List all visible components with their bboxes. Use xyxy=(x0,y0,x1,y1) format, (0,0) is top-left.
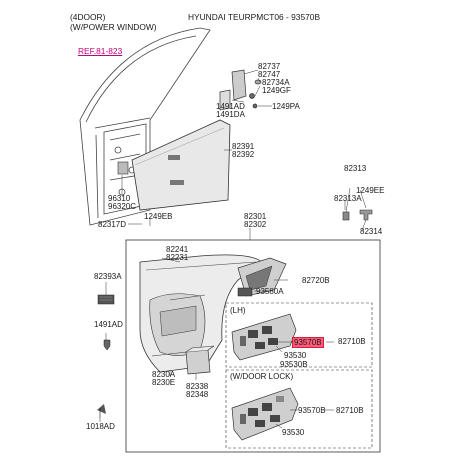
part-label-82317D[interactable]: 82317D xyxy=(98,220,127,229)
lh-box xyxy=(225,302,373,368)
pull-handle-82720B xyxy=(237,257,287,297)
part-label-93530-lh[interactable]: 93530 xyxy=(284,351,307,360)
part-label-1249EB[interactable]: 1249EB xyxy=(144,212,173,221)
switch-assembly-lh xyxy=(231,313,297,361)
ref-link[interactable]: REF.81-823 xyxy=(78,46,123,56)
door-lock-box xyxy=(225,369,373,449)
screw-1018AD xyxy=(97,404,106,418)
main-panel-box xyxy=(125,239,381,453)
switch-assembly-lock xyxy=(231,387,299,441)
part-label-82392[interactable]: 82392 xyxy=(232,150,255,159)
clip-82313 xyxy=(342,209,373,221)
part-label-96310[interactable]: 96310 xyxy=(108,194,131,203)
part-label-93570B-highlight[interactable]: 93570B xyxy=(292,337,324,348)
model-label: HYUNDAI TEURPMCT06 - 93570B xyxy=(188,12,321,22)
part-label-93530B[interactable]: 93530B xyxy=(280,360,308,369)
part-label-82231[interactable]: 82231 xyxy=(166,253,189,262)
part-label-82747[interactable]: 82747 xyxy=(258,70,281,79)
part-label-93570B-lock[interactable]: 93570B xyxy=(298,406,326,415)
handle-brackets xyxy=(219,69,262,111)
part-label-1249PA[interactable]: 1249PA xyxy=(272,102,300,111)
part-label-1491AD-mid[interactable]: 1491AD xyxy=(94,320,123,329)
part-label-82737[interactable]: 82737 xyxy=(258,62,281,71)
part-label-82302[interactable]: 82302 xyxy=(244,220,267,229)
leader-lines xyxy=(99,69,367,429)
part-label-82710B-lh[interactable]: 82710B xyxy=(338,337,366,346)
part-label-1018AD[interactable]: 1018AD xyxy=(86,422,115,431)
cover-82393A xyxy=(97,294,115,305)
part-label-1491AD-top[interactable]: 1491AD xyxy=(216,102,245,111)
section-lh: (LH) xyxy=(230,306,246,315)
part-label-1249EE[interactable]: 1249EE xyxy=(356,186,385,195)
clip-1491AD xyxy=(103,339,111,351)
part-label-1249GF[interactable]: 1249GF xyxy=(262,86,291,95)
part-label-8230A[interactable]: 8230A xyxy=(152,370,176,379)
door-trim-panel xyxy=(139,254,263,373)
part-label-1491DA[interactable]: 1491DA xyxy=(216,110,245,119)
speaker-96310 xyxy=(117,161,129,175)
part-label-82720B[interactable]: 82720B xyxy=(302,276,330,285)
door-type-label: (4DOOR) xyxy=(70,12,106,22)
part-label-93530-lock[interactable]: 93530 xyxy=(282,428,305,437)
part-label-93580A[interactable]: 93580A xyxy=(256,287,284,296)
part-label-82734A[interactable]: 82734A xyxy=(262,78,290,87)
part-label-96320C[interactable]: 96320C xyxy=(108,202,137,211)
part-label-82301[interactable]: 82301 xyxy=(244,212,267,221)
part-label-82391[interactable]: 82391 xyxy=(232,142,255,151)
part-label-82348[interactable]: 82348 xyxy=(186,390,209,399)
part-label-82314[interactable]: 82314 xyxy=(360,227,383,236)
trim-board-82391 xyxy=(131,119,231,211)
pocket-82338 xyxy=(185,345,215,375)
part-label-82313A[interactable]: 82313A xyxy=(334,194,362,203)
part-label-82338[interactable]: 82338 xyxy=(186,382,209,391)
part-label-82710B-lock[interactable]: 82710B xyxy=(336,406,364,415)
section-door-lock: (W/DOOR LOCK) xyxy=(230,372,294,381)
part-label-82393A[interactable]: 82393A xyxy=(94,272,122,281)
part-label-82313[interactable]: 82313 xyxy=(344,164,367,173)
switch-93580A xyxy=(237,287,253,297)
window-type-label: (W/POWER WINDOW) xyxy=(70,22,157,32)
part-label-82241[interactable]: 82241 xyxy=(166,245,189,254)
part-label-8230E[interactable]: 8230E xyxy=(152,378,176,387)
